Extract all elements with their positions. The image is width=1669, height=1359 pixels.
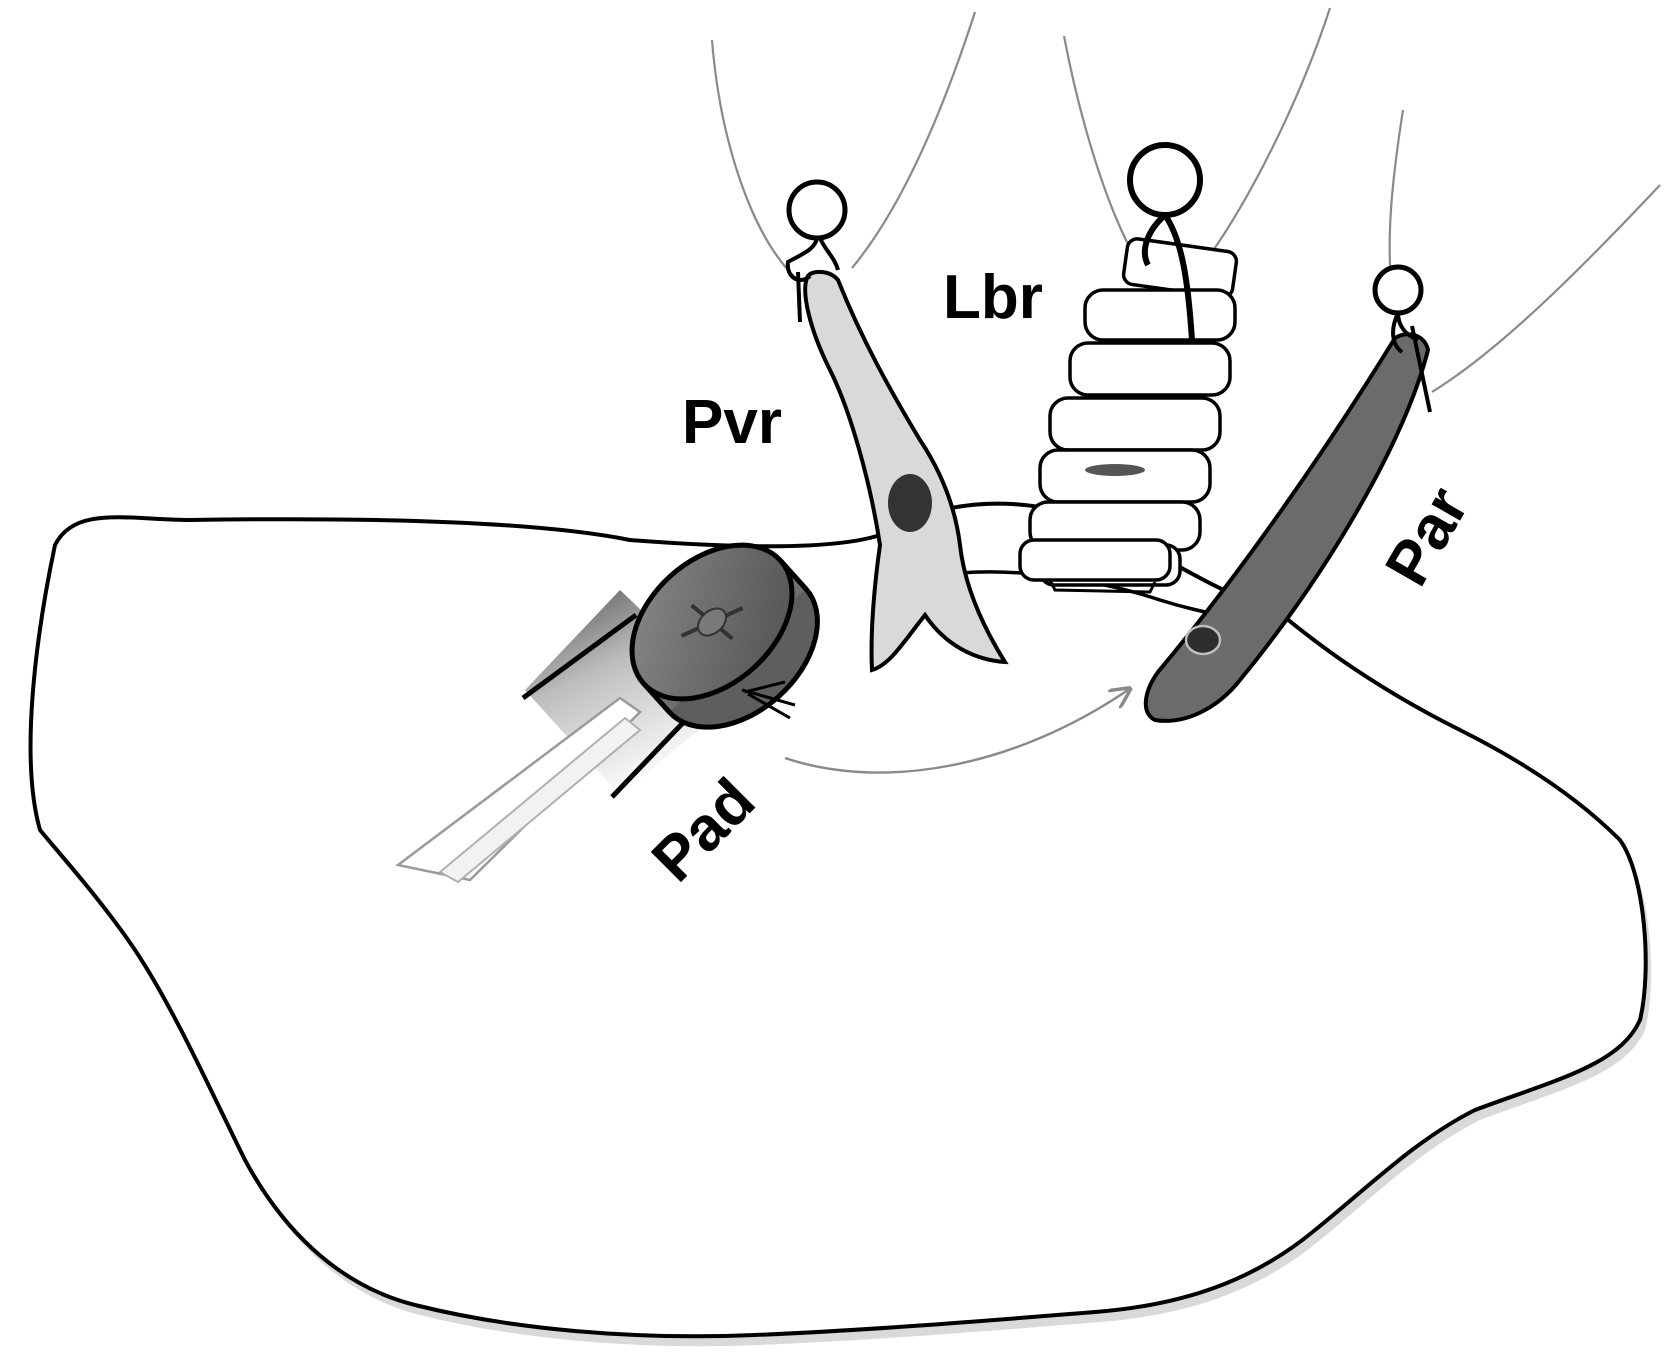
pvr-suture: [785, 237, 840, 323]
thread-par-left: [1388, 109, 1405, 291]
thread-pvr-left: [710, 39, 801, 283]
lbr-anchor-ring: [1127, 142, 1203, 218]
lbr-structure: [1018, 142, 1239, 594]
thread-lbr-right: [1204, 7, 1332, 263]
lbr-disc-3: [1068, 341, 1232, 397]
thread-pvr-right: [851, 11, 977, 269]
lbr-lower-edge: [1048, 579, 1157, 594]
par-rod: [1143, 332, 1431, 723]
pvr-structure: [785, 179, 1009, 673]
par-structure: [1143, 264, 1432, 723]
par-suture: [1391, 312, 1432, 413]
label-pvr: Pvr: [682, 388, 782, 457]
pvr-nucleus: [888, 474, 932, 532]
label-lbr: Lbr: [943, 263, 1043, 332]
pad-straw-inner: [438, 716, 642, 884]
par-hole: [1184, 624, 1222, 656]
pad-ties: [741, 680, 796, 720]
lbr-marker: [1085, 464, 1145, 476]
par-anchor-ring: [1372, 264, 1424, 316]
suspension-threads: [710, 7, 1661, 393]
label-par: Par: [1372, 476, 1482, 597]
pad-cap: [629, 542, 820, 730]
lbr-suture: [1141, 212, 1195, 341]
pvr-cell-body: [803, 269, 1009, 673]
pad-structure: [395, 542, 820, 884]
thread-par-right: [1431, 184, 1661, 393]
lbr-disc-2: [1083, 288, 1237, 342]
thread-lbr-left: [1062, 35, 1131, 249]
transfer-arrow: [784, 690, 1128, 774]
pvr-anchor-ring: [786, 179, 848, 241]
lbr-disc-4: [1048, 396, 1222, 452]
lbr-disc-5: [1038, 448, 1212, 504]
lbr-disc-8: [1018, 538, 1172, 582]
pad-cylinder-edge-left: [521, 612, 638, 701]
base-sheet: [28, 501, 1648, 1339]
